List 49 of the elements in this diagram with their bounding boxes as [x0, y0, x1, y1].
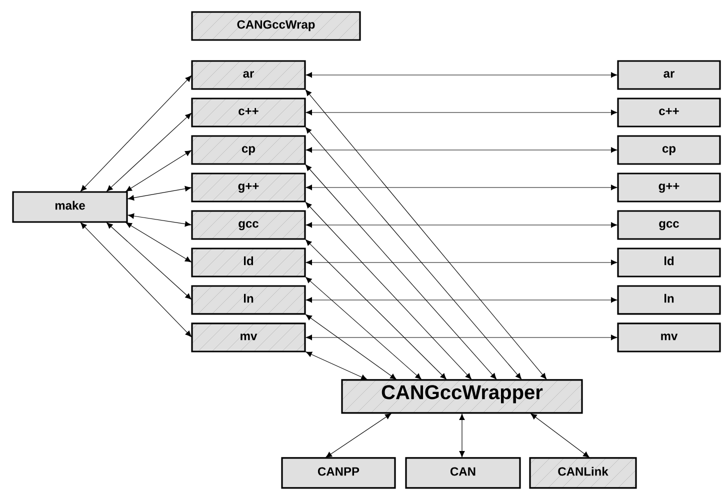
arrow: [306, 314, 396, 380]
process-box: mv: [617, 322, 721, 352]
arrow: [126, 222, 192, 262]
arrow: [306, 72, 618, 78]
arrow: [306, 352, 368, 380]
arrow: [305, 239, 447, 380]
arrow: [305, 90, 547, 380]
arrow: [128, 186, 192, 201]
arrow: [306, 184, 618, 190]
arrow: [80, 75, 192, 192]
arrow: [126, 150, 192, 192]
process-box: c++: [191, 98, 306, 128]
arrow: [305, 202, 472, 380]
arrow: [306, 147, 618, 153]
arrow: [305, 164, 497, 380]
arrow: [306, 334, 618, 340]
process-box: gcc: [191, 210, 306, 240]
arrow: [326, 413, 392, 458]
arrow: [106, 222, 192, 300]
arrow: [306, 222, 618, 228]
process-box: ln: [617, 285, 721, 315]
process-box: c++: [617, 98, 721, 128]
process-box: g++: [617, 172, 721, 202]
arrow: [306, 297, 618, 303]
process-box: make: [12, 191, 128, 223]
process-box: cp: [617, 135, 721, 165]
process-box: CANLink: [529, 457, 637, 489]
process-box: CANGccWrapper: [341, 379, 583, 414]
arrow: [459, 414, 465, 458]
process-box: gcc: [617, 210, 721, 240]
arrow: [306, 260, 618, 266]
process-box: ld: [191, 248, 306, 278]
process-box: CANGccWrap: [191, 11, 361, 41]
arrow: [106, 112, 192, 192]
arrow: [530, 413, 590, 458]
arrow: [128, 213, 192, 227]
process-box: ld: [617, 248, 721, 278]
process-box: CANPP: [281, 457, 396, 489]
arrow: [80, 222, 192, 337]
process-box: cp: [191, 135, 306, 165]
arrow: [306, 276, 422, 380]
arrow: [306, 110, 618, 116]
process-box: g++: [191, 172, 306, 202]
arrow: [305, 127, 522, 380]
process-box: mv: [191, 322, 306, 352]
process-box: CAN: [405, 457, 521, 489]
process-box: ar: [617, 60, 721, 90]
process-box: ar: [191, 60, 306, 90]
process-box: ln: [191, 285, 306, 315]
